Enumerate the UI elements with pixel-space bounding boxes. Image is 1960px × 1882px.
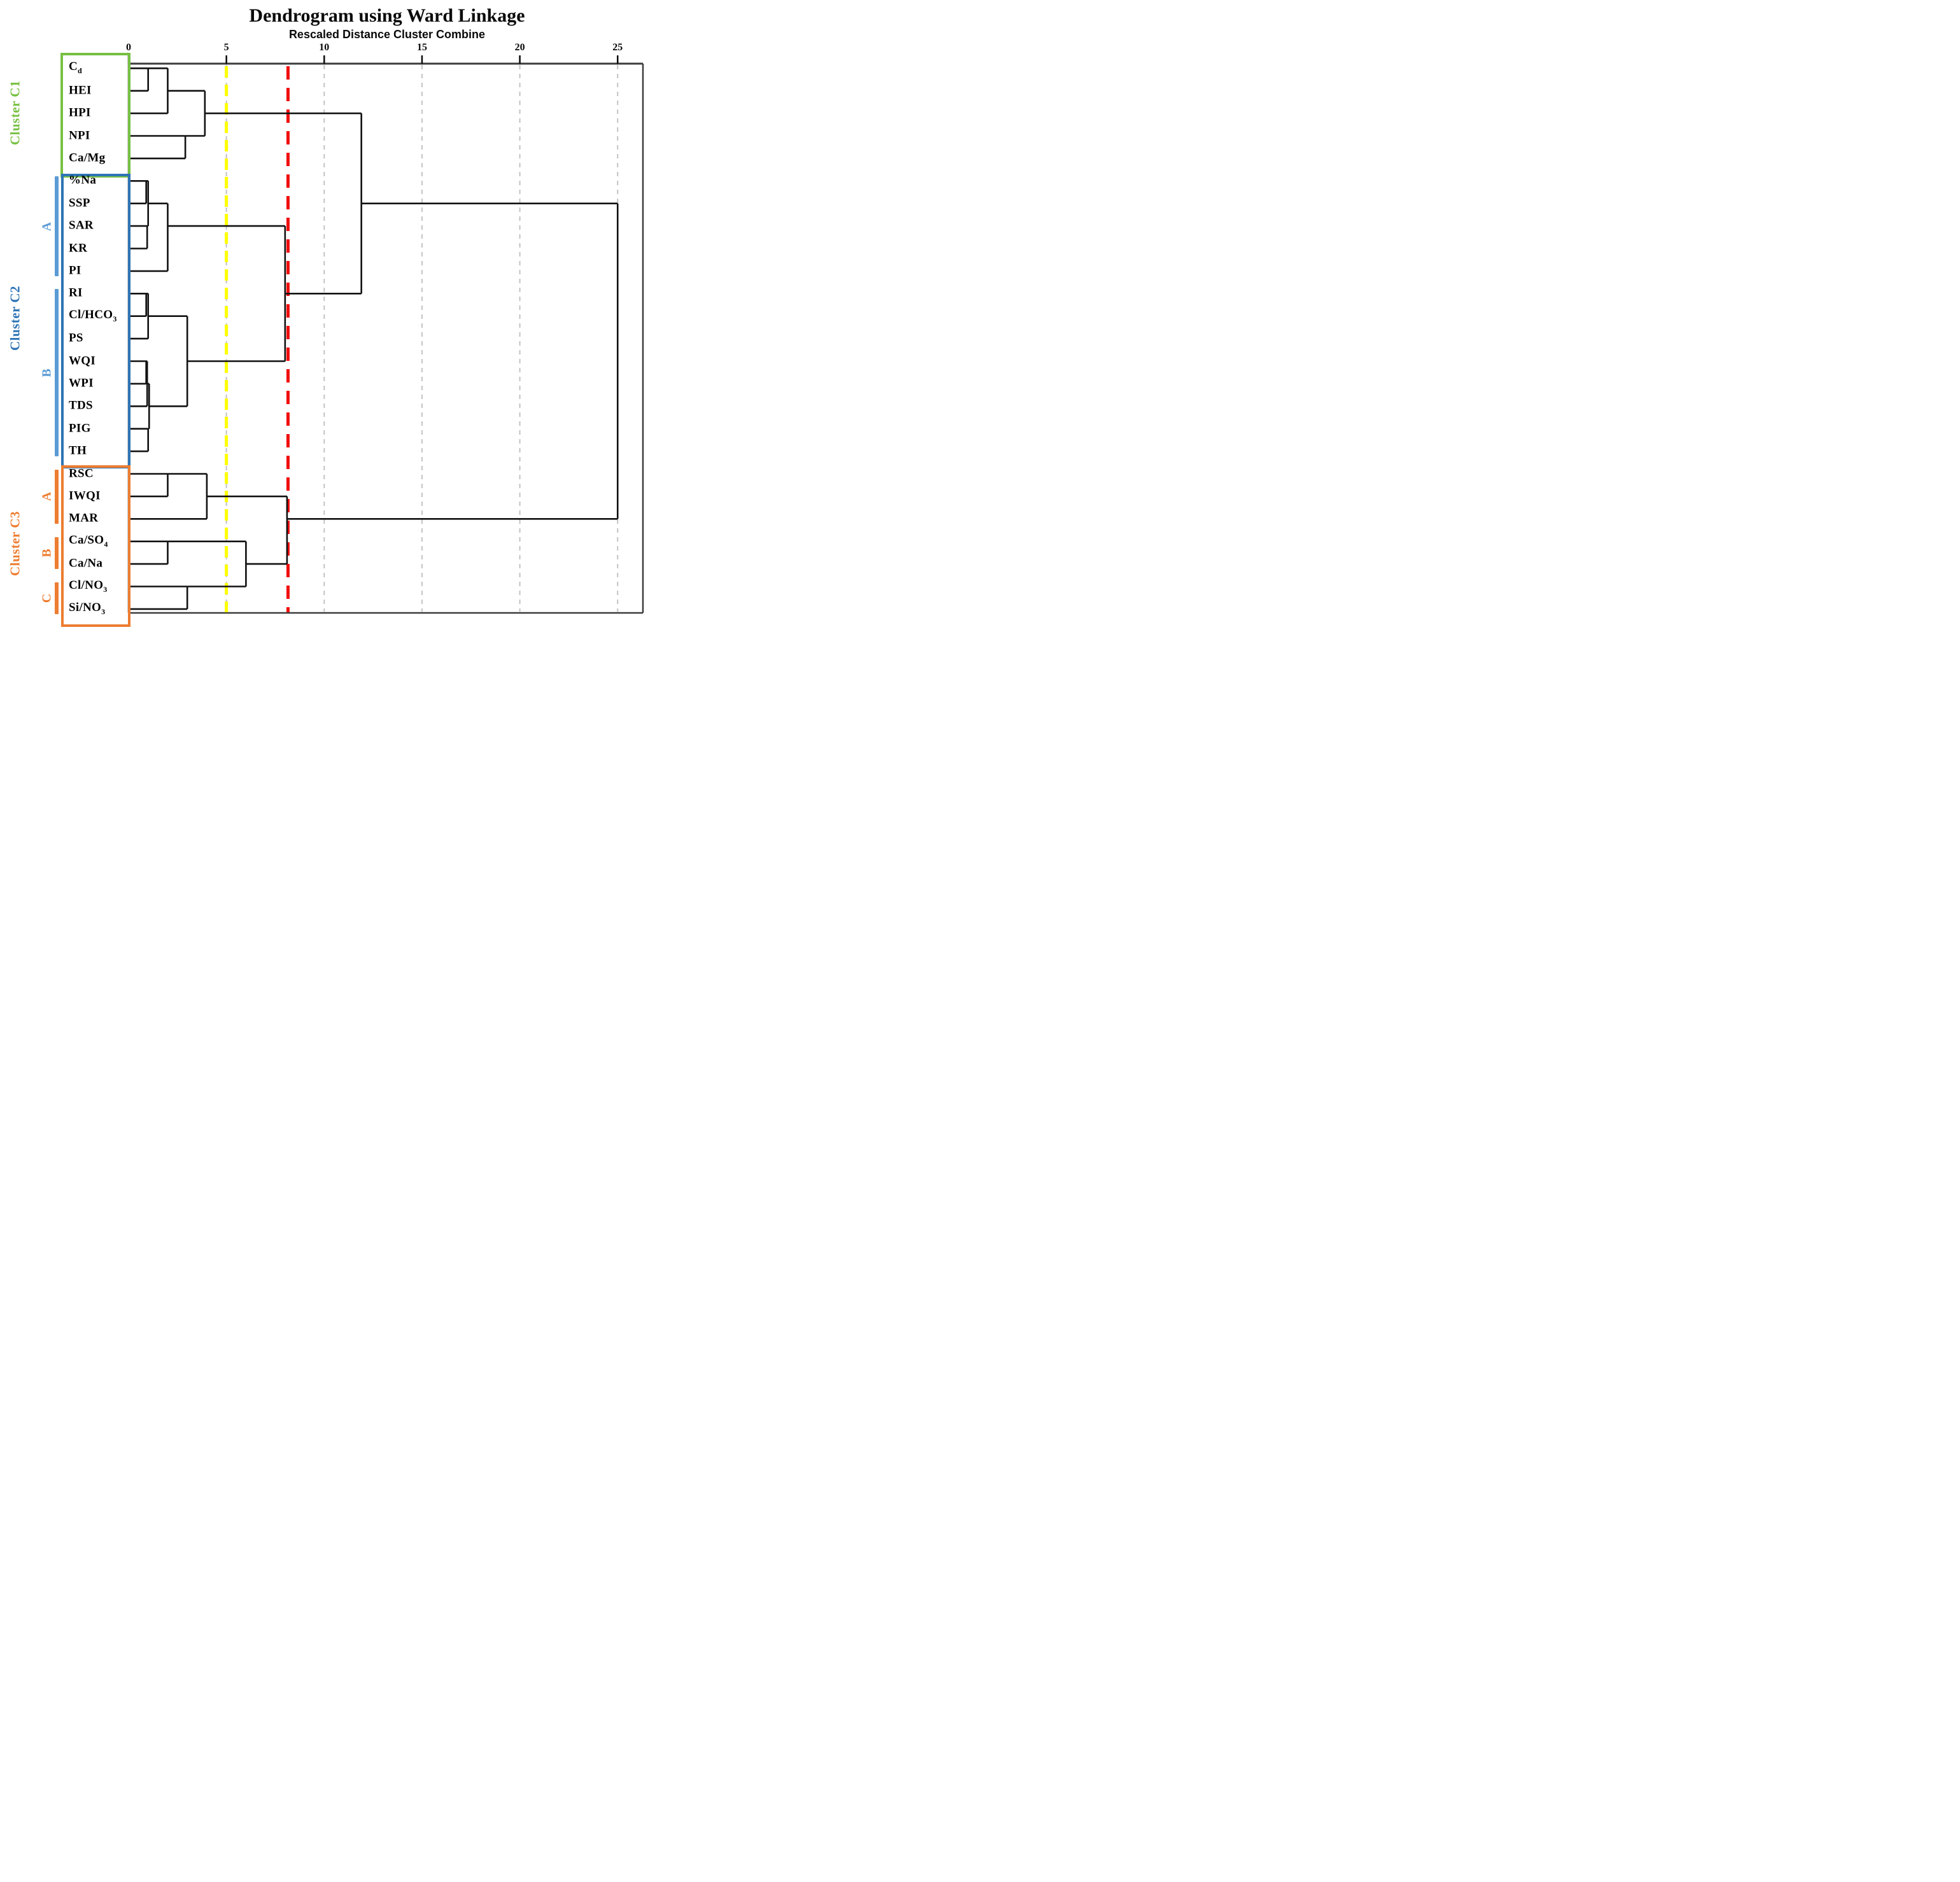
leaf-label-na: %Na — [69, 173, 97, 187]
group-letter-c3-c: C — [39, 593, 54, 603]
leaf-label-wpi: WPI — [69, 376, 94, 390]
leaf-label-sar: SAR — [69, 218, 94, 232]
cluster-c3-box — [61, 465, 130, 627]
group-letter-c2-a: A — [39, 221, 54, 231]
axis-tick-label-10: 10 — [319, 42, 330, 53]
group-letter-c3-b: B — [39, 549, 54, 558]
leaf-label-npi: NPI — [69, 129, 90, 143]
cluster-c2-label: Cluster C2 — [7, 285, 23, 351]
leaf-label-c: Cd — [69, 60, 83, 76]
leaf-label-pi: PI — [69, 263, 81, 277]
leaf-label-caso: Ca/SO4 — [69, 533, 108, 549]
leaf-label-sino: Si/NO3 — [69, 600, 106, 616]
leaf-label-rsc: RSC — [69, 467, 94, 481]
axis-tick-label-5: 5 — [223, 42, 229, 53]
leaf-label-wqi: WQI — [69, 354, 96, 368]
axis-tick-label-15: 15 — [416, 42, 427, 53]
group-bar-c3-c — [55, 582, 59, 614]
cluster-c1-box — [60, 53, 130, 178]
cluster-c1-label: Cluster C1 — [7, 80, 23, 146]
axis-tick-label-0: 0 — [126, 42, 131, 53]
group-letter-c3-a: A — [39, 492, 54, 502]
leaf-label-tds: TDS — [69, 398, 93, 412]
leaf-label-hei: HEI — [69, 83, 92, 97]
leaf-label-camg: Ca/Mg — [69, 151, 106, 165]
axis-tick-label-25: 25 — [612, 42, 623, 53]
leaf-label-clhco: Cl/HCO3 — [69, 307, 117, 323]
group-bar-c3-b — [55, 537, 59, 570]
chart-subtitle: Rescaled Distance Cluster Combine — [288, 28, 486, 41]
leaf-label-clno: Cl/NO3 — [69, 578, 108, 594]
leaf-label-ssp: SSP — [69, 196, 90, 210]
leaf-label-ri: RI — [69, 286, 83, 300]
dendrogram-plot-canvas — [127, 55, 644, 614]
group-bar-c3-a — [55, 469, 59, 524]
group-bar-c2-a — [55, 176, 59, 276]
leaf-label-mar: MAR — [69, 511, 99, 525]
leaf-label-kr: KR — [69, 241, 88, 255]
dendrogram-figure: Dendrogram using Ward Linkage Rescaled D… — [0, 0, 653, 628]
leaf-label-ps: PS — [69, 331, 83, 345]
cluster-c3-label: Cluster C3 — [7, 510, 23, 577]
axis-tick-label-20: 20 — [514, 42, 525, 53]
chart-title: Dendrogram using Ward Linkage — [249, 5, 525, 26]
group-letter-c2-b: B — [39, 369, 54, 377]
leaf-label-hpi: HPI — [69, 106, 91, 120]
leaf-label-iwqi: IWQI — [69, 489, 101, 503]
group-bar-c2-b — [55, 289, 59, 457]
leaf-label-th: TH — [69, 444, 87, 458]
leaf-label-pig: PIG — [69, 421, 91, 435]
leaf-label-cana: Ca/Na — [69, 556, 103, 570]
